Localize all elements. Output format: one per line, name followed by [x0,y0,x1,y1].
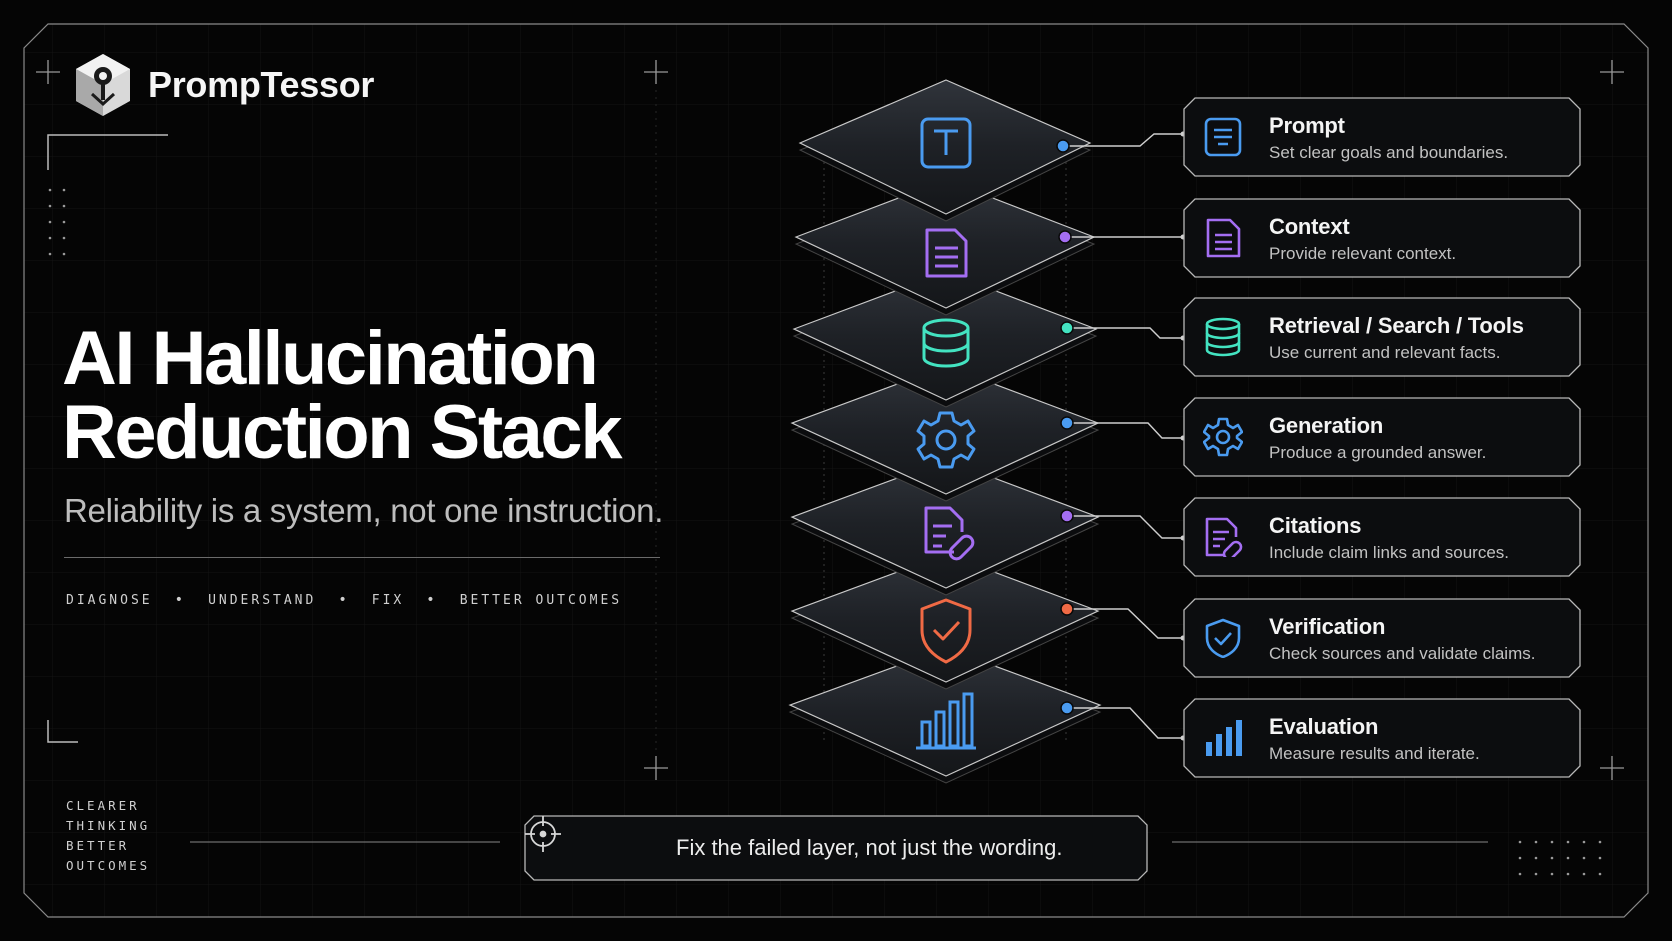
card-outline [1183,698,1581,778]
card-outline [1183,198,1581,278]
page-title: AI Hallucination Reduction Stack [62,316,622,475]
tag: UNDERSTAND [208,592,317,608]
tag: DIAGNOSE [66,592,153,608]
card-description: Use current and relevant facts. [1269,343,1501,362]
shield-check-icon [920,598,972,664]
card-title: Prompt [1269,113,1345,138]
connector-dot-verification [1060,602,1074,616]
title-line-2: Reduction Stack [62,390,622,475]
side-word: CLEARER [66,798,140,813]
connector-dot-context [1058,230,1072,244]
bullet-icon: • [174,592,187,608]
card-outline [1183,97,1581,177]
database-icon [1205,317,1241,357]
card-description: Include claim links and sources. [1269,543,1510,562]
layer-card-prompt: Prompt Set clear goals and boundaries. [1183,97,1581,177]
card-outline [1183,397,1581,477]
brand: PrompTessor [72,52,374,118]
bullet-icon: • [426,592,438,608]
document-icon [1206,218,1241,258]
side-word: BETTER [66,838,130,853]
document-link-icon [1205,517,1243,557]
document-icon [925,228,968,278]
layer-card-citations: Citations Include claim links and source… [1183,497,1581,577]
gear-icon [916,411,976,469]
card-title: Retrieval / Search / Tools [1269,313,1524,338]
divider [64,557,660,558]
card-title: Evaluation [1269,714,1379,739]
crosshair-target-icon [525,816,561,852]
tag: FIX [371,592,405,608]
bar-chart-icon [1206,720,1242,756]
tag: BETTER OUTCOMES [459,592,623,608]
document-link-icon [924,506,975,561]
card-title: Generation [1269,413,1384,438]
connector-dot-prompt [1056,139,1070,153]
text-lines-icon [1204,117,1242,157]
layer-tile-citations [790,459,1100,596]
layer-card-retrieval: Retrieval / Search / Tools Use current a… [1183,297,1581,377]
card-title: Verification [1269,614,1386,639]
layer-card-verification: Verification Check sources and validate … [1183,598,1581,678]
tagline-text: Fix the failed layer, not just the wordi… [676,835,1063,860]
logo-icon [76,54,130,116]
tagline-outline [524,815,1148,881]
shield-check-icon [1205,618,1241,658]
side-words: CLEARER THINKING BETTER OUTCOMES [66,796,150,876]
bullet-icon: • [338,592,350,608]
layer-card-generation: Generation Produce a grounded answer. [1183,397,1581,477]
side-word: OUTCOMES [66,858,151,873]
layer-card-evaluation: Evaluation Measure results and iterate. [1183,698,1581,778]
brand-name: PrompTessor [148,64,375,105]
subtitle: Reliability is a system, not one instruc… [64,492,664,529]
card-description: Measure results and iterate. [1269,744,1480,763]
tagline-banner: Fix the failed layer, not just the wordi… [524,815,1148,881]
card-title: Citations [1269,513,1362,538]
layer-tile-context [794,179,1096,316]
connector-dot-citations [1060,509,1074,523]
tag-list: DIAGNOSE • UNDERSTAND • FIX • BETTER OUT… [66,592,622,608]
text-box-icon [920,117,972,169]
connector-dot-generation [1060,416,1074,430]
connector-dot-evaluation [1060,701,1074,715]
card-title: Context [1269,214,1350,239]
database-icon [922,318,970,368]
title-line-1: AI Hallucination [62,316,599,401]
card-outline [1183,497,1581,577]
layer-card-context: Context Provide relevant context. [1183,198,1581,278]
bar-chart-icon [916,692,976,750]
connector-dot-retrieval [1060,321,1074,335]
card-outline [1183,297,1581,377]
gear-icon [1203,417,1243,457]
card-description: Set clear goals and boundaries. [1269,143,1509,162]
layer-tile-verification [790,553,1100,690]
card-outline [1183,598,1581,678]
card-description: Provide relevant context. [1269,244,1457,263]
card-description: Produce a grounded answer. [1269,443,1487,462]
card-description: Check sources and validate claims. [1269,644,1536,663]
side-word: THINKING [66,818,151,833]
